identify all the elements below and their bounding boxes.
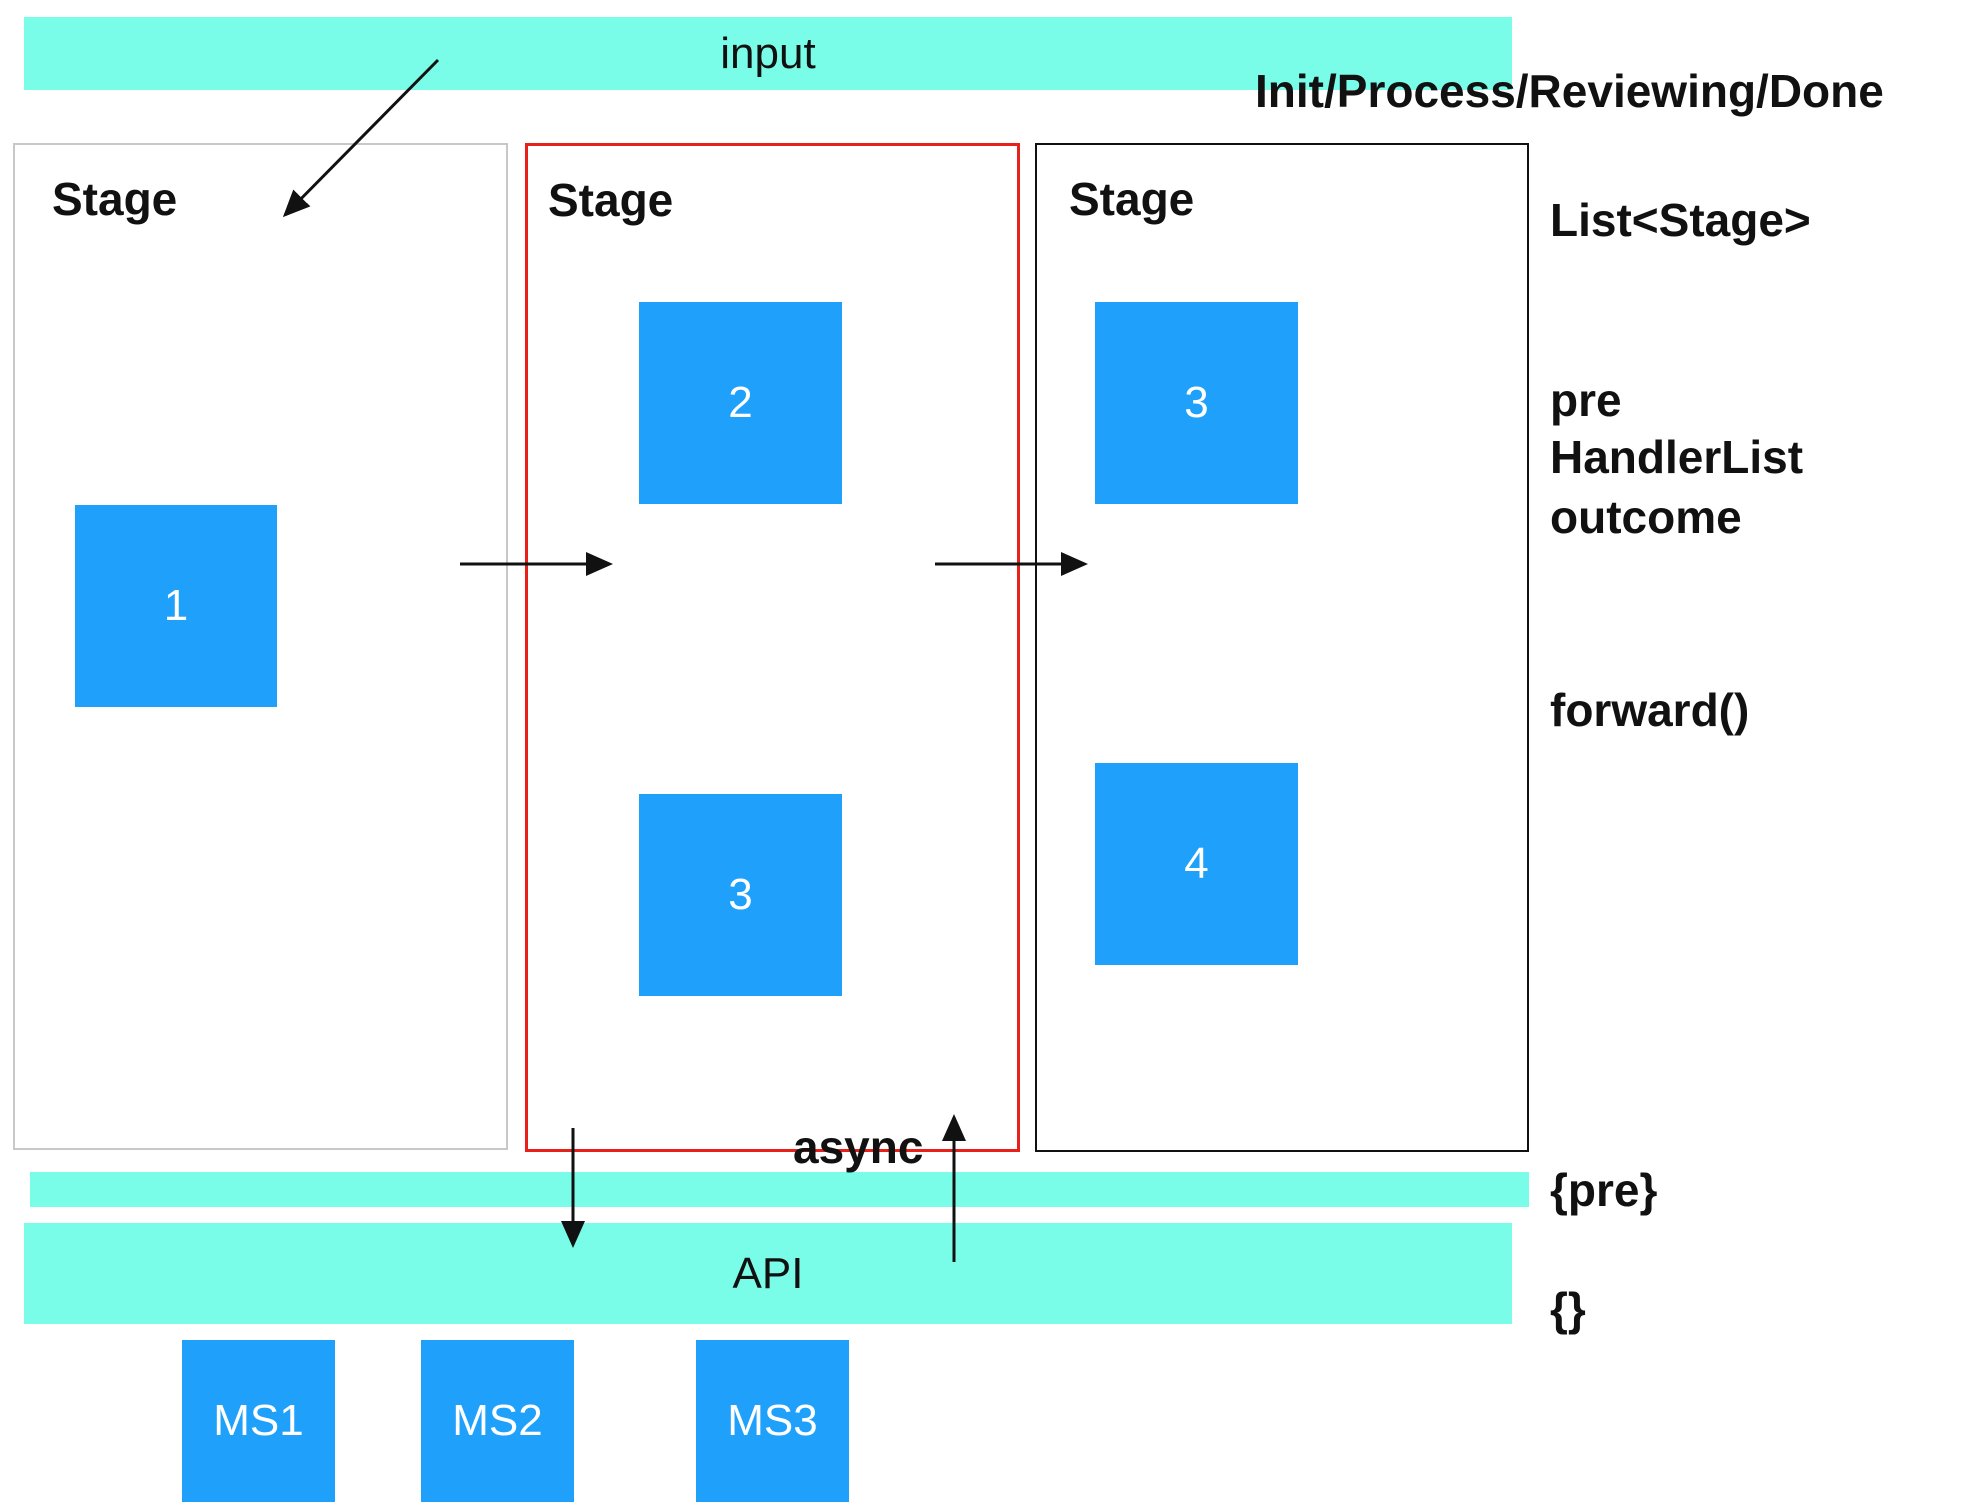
node-4-label: 4 <box>1184 839 1209 888</box>
node-3a: 3 <box>639 794 842 996</box>
input-bar: input <box>24 17 1512 90</box>
status-text: Init/Process/Reviewing/Done <box>1255 65 1884 117</box>
input-bar-label: input <box>720 28 816 78</box>
async-label: async <box>793 1121 924 1173</box>
service-ms1-label: MS1 <box>213 1396 304 1445</box>
service-ms3-label: MS3 <box>727 1396 818 1445</box>
empty-braces-label: {} <box>1550 1283 1586 1335</box>
node-1: 1 <box>75 505 277 707</box>
stage-title-3: Stage <box>1069 173 1195 225</box>
api-bar-label: API <box>732 1248 804 1298</box>
node-2-label: 2 <box>728 378 753 427</box>
stage-title-1: Stage <box>52 173 178 225</box>
forward-label: forward() <box>1550 684 1750 736</box>
pre-braces-label: {pre} <box>1550 1164 1658 1216</box>
stage-title-2: Stage <box>548 174 674 226</box>
service-ms3: MS3 <box>696 1340 849 1502</box>
node-3b-label: 3 <box>1184 378 1209 427</box>
node-3a-label: 3 <box>728 870 753 919</box>
node-2: 2 <box>639 302 842 504</box>
api-bar: API <box>24 1223 1512 1324</box>
pre-label: pre <box>1550 374 1622 426</box>
service-ms2: MS2 <box>421 1340 574 1502</box>
node-1-label: 1 <box>163 581 189 630</box>
list-stage-label: List<Stage> <box>1550 194 1811 246</box>
service-ms1: MS1 <box>182 1340 335 1502</box>
node-3b: 3 <box>1095 302 1298 504</box>
service-ms2-label: MS2 <box>452 1396 543 1445</box>
pre-bar <box>30 1172 1529 1207</box>
outcome-label: outcome <box>1550 491 1742 543</box>
handler-list-label: HandlerList <box>1550 431 1804 483</box>
input-to-stage-arrow <box>282 58 440 218</box>
node-4: 4 <box>1095 763 1298 965</box>
